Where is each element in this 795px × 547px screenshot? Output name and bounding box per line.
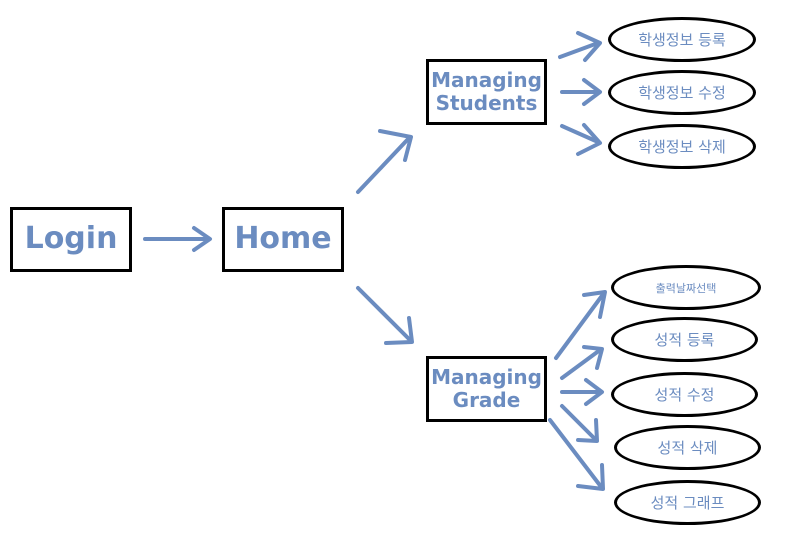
managing-students-box: Managing Students [426, 59, 547, 125]
arrow-grade-register [560, 345, 604, 380]
arrow-students-delete [560, 123, 602, 156]
managing-students-line2: Students [435, 91, 538, 115]
grade-date-label: 출력날짜선택 [655, 281, 717, 295]
grade-date-node: 출력날짜선택 [611, 265, 761, 310]
student-register-node: 학생정보 등록 [608, 17, 756, 62]
grade-register-node: 성적 등록 [611, 317, 758, 362]
home-box: Home [222, 207, 344, 272]
grade-register-label: 성적 등록 [654, 331, 715, 349]
managing-students-line1: Managing [431, 68, 542, 92]
arrow-grade-graph [548, 418, 605, 491]
arrow-students-edit [560, 78, 602, 106]
arrow-home-students [356, 129, 413, 194]
student-edit-node: 학생정보 수정 [608, 70, 756, 115]
student-delete-label: 학생정보 삭제 [638, 138, 726, 156]
grade-edit-label: 성적 수정 [654, 386, 715, 404]
arrow-login-home [143, 226, 212, 252]
grade-edit-node: 성적 수정 [611, 372, 758, 417]
managing-grade-line2: Grade [452, 388, 521, 412]
arrow-grade-edit [560, 378, 604, 406]
managing-grade-line1: Managing [431, 365, 542, 389]
arrow-students-register [558, 31, 602, 62]
student-register-label: 학생정보 등록 [638, 31, 726, 49]
login-label: Login [24, 221, 118, 257]
managing-grade-box: Managing Grade [426, 356, 547, 422]
home-label: Home [234, 221, 332, 257]
grade-graph-label: 성적 그래프 [650, 494, 725, 512]
student-edit-label: 학생정보 수정 [638, 84, 726, 102]
grade-delete-node: 성적 삭제 [614, 425, 761, 470]
grade-graph-node: 성적 그래프 [614, 480, 761, 525]
arrow-home-grade [356, 286, 414, 345]
arrow-grade-delete [560, 404, 599, 443]
arrow-grade-date [554, 290, 607, 360]
student-delete-node: 학생정보 삭제 [608, 124, 756, 169]
grade-delete-label: 성적 삭제 [657, 439, 718, 457]
login-box: Login [10, 207, 132, 272]
